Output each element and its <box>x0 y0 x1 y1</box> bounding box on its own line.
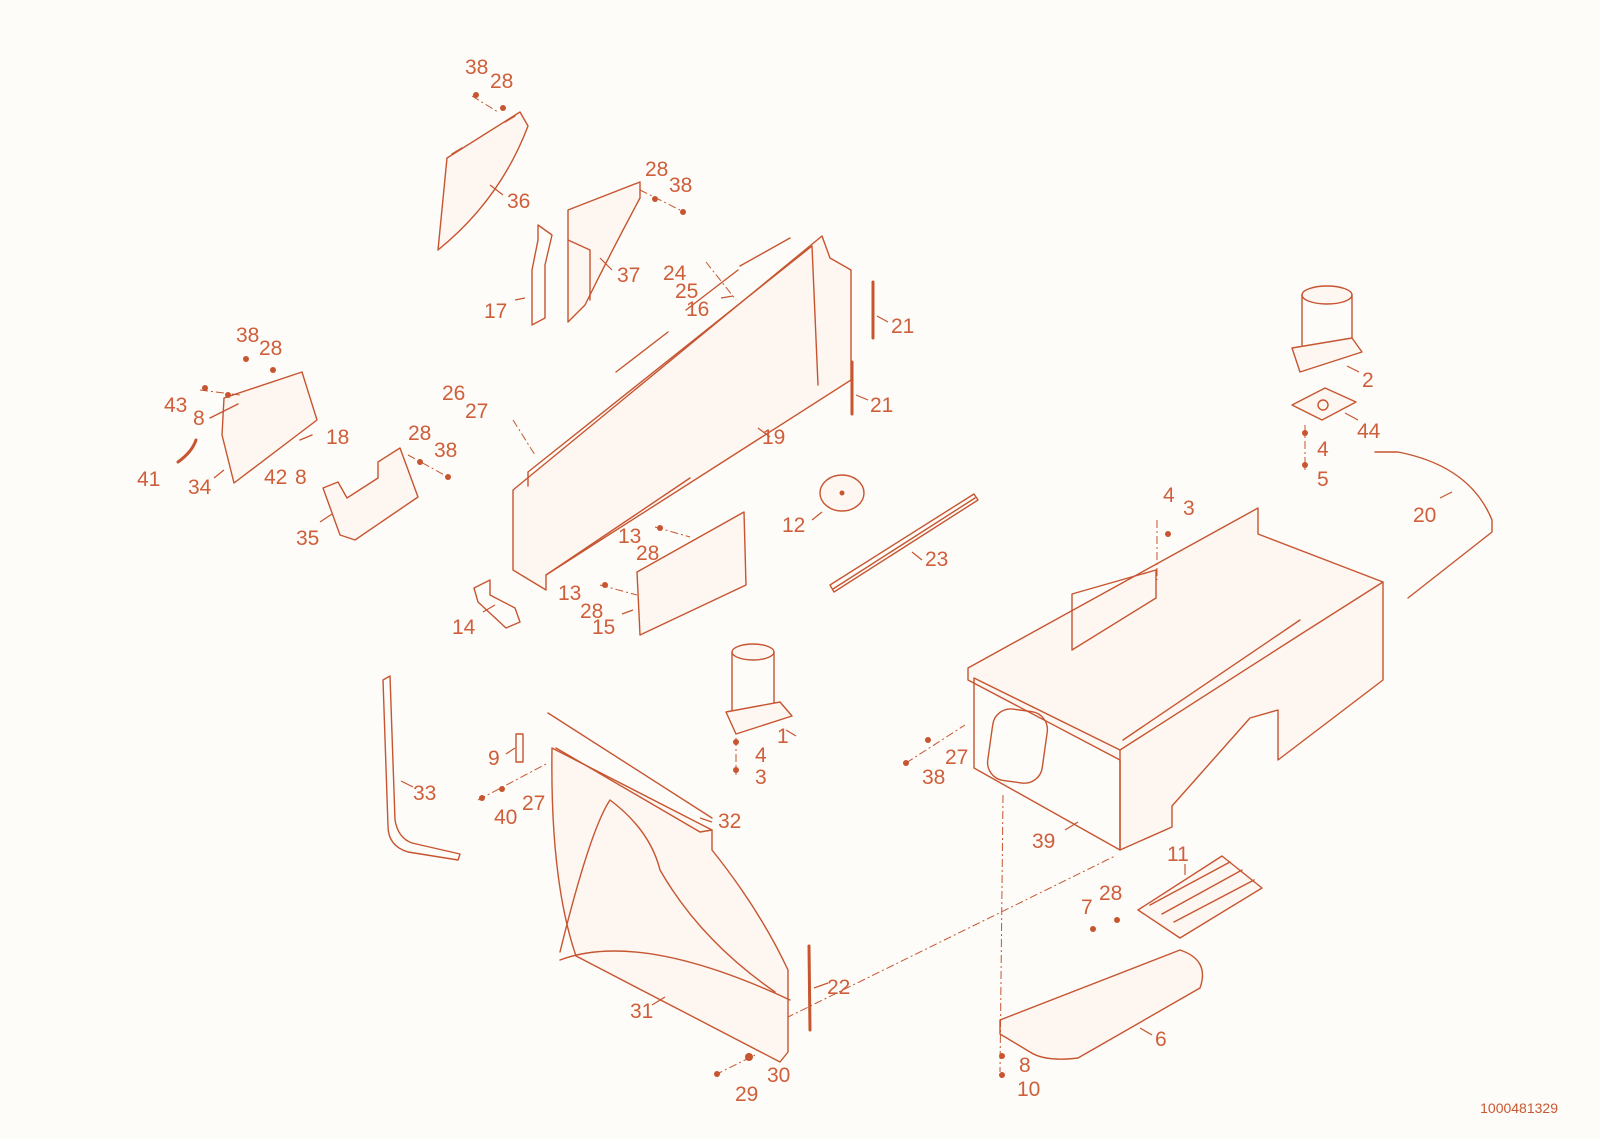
part-35-cover <box>319 447 451 541</box>
callout-8: 8 <box>1019 1054 1031 1077</box>
part-37-panel <box>567 181 686 323</box>
part-23-rail <box>829 493 979 593</box>
callout-34: 34 <box>188 476 212 499</box>
callout-28: 28 <box>580 600 603 623</box>
callout-6: 6 <box>1155 1028 1167 1051</box>
callout-11: 11 <box>1167 843 1189 866</box>
part-44-plate <box>1291 387 1359 421</box>
callout-3: 3 <box>755 766 767 789</box>
callout-28: 28 <box>490 70 513 93</box>
callout-13: 13 <box>618 525 641 548</box>
part-20-rod <box>1374 451 1493 599</box>
callout-37: 37 <box>617 264 640 287</box>
callout-38: 38 <box>434 439 457 462</box>
callout-13: 13 <box>558 582 581 605</box>
part-36-panel <box>437 92 529 251</box>
callout-7: 7 <box>1081 896 1093 919</box>
part-15-plate <box>599 511 747 636</box>
part-31-side-panel <box>551 747 791 1063</box>
callout-28: 28 <box>636 542 659 565</box>
callout-39: 39 <box>1032 830 1055 853</box>
part-14-clip <box>473 579 521 629</box>
callout-43: 43 <box>164 394 187 417</box>
part-32-strip <box>547 712 713 833</box>
callout-18: 18 <box>326 426 349 449</box>
callout-28: 28 <box>645 158 668 181</box>
callout-30: 30 <box>767 1064 790 1087</box>
callout-28: 28 <box>408 422 431 445</box>
drawing-number: 1000481329 <box>1480 1100 1558 1116</box>
callout-labels: 1 2 3 3 4 4 4 5 6 7 8 8 8 9 10 11 12 13 … <box>137 56 1436 1106</box>
callout-9: 9 <box>488 747 500 770</box>
callout-28: 28 <box>259 337 282 360</box>
part-34-panel <box>199 356 318 484</box>
callout-38: 38 <box>669 174 692 197</box>
part-1-pedestal <box>725 643 797 775</box>
callout-3: 3 <box>1183 497 1195 520</box>
part-12-disc <box>811 474 865 521</box>
part-21-rods <box>850 280 889 416</box>
callout-15: 15 <box>592 616 615 639</box>
callout-19: 19 <box>762 426 785 449</box>
callout-24: 24 <box>663 262 687 285</box>
part-11-step <box>1090 855 1263 939</box>
callout-14: 14 <box>452 616 476 639</box>
part-41-pin <box>176 438 198 464</box>
callout-38: 38 <box>236 324 259 347</box>
callout-35: 35 <box>296 527 319 550</box>
callout-31: 31 <box>630 1000 653 1023</box>
callout-42: 42 <box>264 466 287 489</box>
part-33-channel <box>382 675 461 861</box>
part-29-30-hardware <box>714 1053 756 1077</box>
callout-25: 25 <box>675 280 698 303</box>
callout-32: 32 <box>718 810 741 833</box>
callout-38: 38 <box>465 56 488 79</box>
callout-23: 23 <box>925 548 948 571</box>
callout-27: 27 <box>522 792 545 815</box>
callout-4: 4 <box>1163 484 1175 507</box>
callout-1: 1 <box>777 725 789 748</box>
callout-20: 20 <box>1413 504 1436 527</box>
callout-44: 44 <box>1357 420 1381 443</box>
callout-27: 27 <box>945 746 968 769</box>
callout-26: 26 <box>442 382 465 405</box>
part-6-floor-plate <box>999 794 1204 1078</box>
callout-21: 21 <box>891 315 914 338</box>
callout-4: 4 <box>755 744 767 767</box>
callout-8: 8 <box>193 407 205 430</box>
part-2-pedestal <box>1291 285 1363 373</box>
callout-38: 38 <box>922 766 945 789</box>
callout-2: 2 <box>1362 369 1374 392</box>
part-16-strip <box>705 261 737 301</box>
part-38-27-hardware-frame <box>903 724 966 766</box>
callout-4: 4 <box>1317 438 1329 461</box>
part-9-spacer <box>477 733 549 801</box>
callout-17: 17 <box>484 300 507 323</box>
callout-12: 12 <box>782 514 805 537</box>
callout-5: 5 <box>1317 468 1329 491</box>
callout-41: 41 <box>137 468 160 491</box>
callout-33: 33 <box>413 782 436 805</box>
callout-8: 8 <box>295 466 307 489</box>
callout-27: 27 <box>465 400 488 423</box>
part-4-5-hardware-right <box>1302 425 1308 470</box>
part-17-bracket <box>514 224 553 326</box>
callout-28: 28 <box>1099 882 1122 905</box>
callout-21: 21 <box>870 394 893 417</box>
callout-36: 36 <box>507 190 530 213</box>
callout-10: 10 <box>1017 1078 1040 1101</box>
callout-29: 29 <box>735 1083 758 1106</box>
part-39-frame <box>967 507 1384 851</box>
callout-22: 22 <box>827 976 850 999</box>
callout-40: 40 <box>494 806 517 829</box>
assembly-centerline <box>785 855 1116 1019</box>
callout-16: 16 <box>686 298 709 321</box>
part-22-rod <box>807 944 829 1032</box>
